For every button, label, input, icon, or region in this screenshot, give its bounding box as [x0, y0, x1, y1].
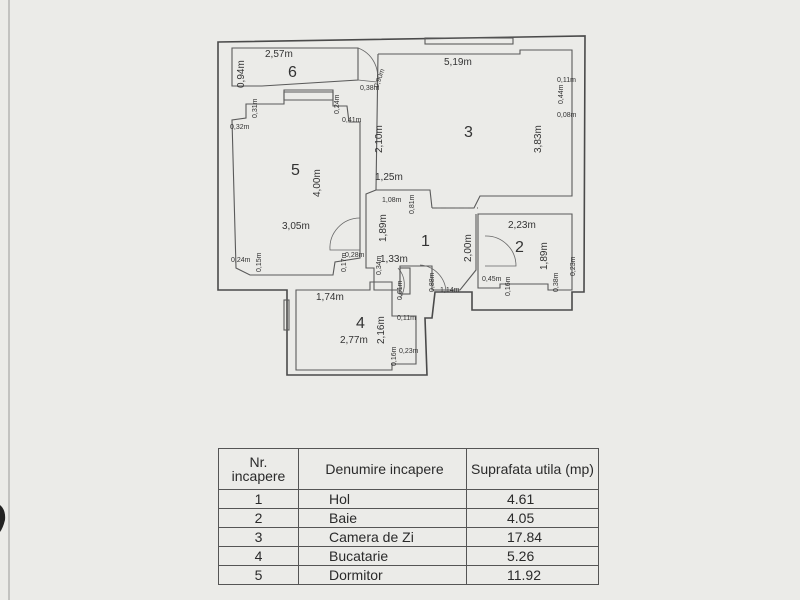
door-leaf: [357, 79, 378, 83]
room-2-wall: [477, 213, 573, 291]
dim-label: 4,00m: [312, 169, 323, 197]
room-5-label: 5: [291, 162, 300, 179]
dim-label: 1,25m: [375, 172, 403, 183]
cell-name: Camera de Zi: [298, 527, 467, 547]
dim-label: 0,32m: [230, 124, 250, 131]
window: [283, 299, 290, 331]
cell-nr: 4: [218, 546, 299, 566]
dim-label: 0,38m: [360, 85, 380, 92]
cell-name: Hol: [298, 489, 467, 509]
closet-block: [283, 91, 334, 101]
dim-label: 0,15m: [256, 252, 263, 272]
room-3-wall: [375, 53, 433, 209]
room-6-wall: [231, 47, 359, 87]
door-swing: [329, 217, 361, 251]
header-nr: Nr. incapere: [218, 448, 299, 490]
dim-label: 5,19m: [444, 57, 472, 68]
dim-label: 2,57m: [265, 49, 293, 60]
door-swing: [419, 264, 447, 293]
dim-label: 1,74m: [316, 292, 344, 303]
dim-label: 0,17m: [341, 252, 348, 272]
room-6-label: 6: [288, 64, 297, 81]
dim-label: 3,83m: [533, 125, 544, 153]
dim-label: 0,23m: [570, 256, 577, 276]
dim-label: 0,23m: [399, 348, 419, 355]
dim-label: 0,44m: [558, 84, 565, 104]
dim-label: 1,08m: [382, 197, 402, 204]
dim-label: 0,16m: [391, 346, 398, 366]
dim-label: 0,38m: [553, 272, 560, 292]
cell-name: Dormitor: [298, 565, 467, 585]
door-frame: [399, 267, 411, 295]
cell-name: Bucatarie: [298, 546, 467, 566]
door-swing: [357, 47, 378, 83]
table-row: 5 Dormitor 11.92: [218, 565, 599, 585]
room-legend-table: Nr. incapere Denumire incapere Suprafata…: [218, 448, 599, 585]
dim-label: 0,24m: [334, 94, 341, 114]
cell-area: 4.61: [466, 489, 599, 509]
dim-label: 0,88m: [429, 272, 436, 292]
dim-label: 2,10m: [374, 125, 385, 153]
room-3-wall: [378, 49, 573, 209]
table-row: 1 Hol 4.61: [218, 489, 599, 509]
dim-label: 0,61m: [397, 280, 404, 300]
dim-label: 2,00m: [463, 234, 474, 262]
table-row: 2 Baie 4.05: [218, 508, 599, 528]
dim-label: 1,33m: [380, 254, 408, 265]
cell-area: 11.92: [466, 565, 599, 585]
cell-nr: 3: [218, 527, 299, 547]
room-4-label: 4: [356, 315, 365, 332]
cell-nr: 1: [218, 489, 299, 509]
cell-area: 5.26: [466, 546, 599, 566]
dim-label: 1,89m: [539, 242, 550, 270]
table-row: 4 Bucatarie 5.26: [218, 546, 599, 566]
window: [424, 37, 514, 45]
cell-name: Baie: [298, 508, 467, 528]
dim-label: 0,16m: [505, 276, 512, 296]
dim-label: 0,41m: [342, 117, 362, 124]
room-3-label: 3: [464, 124, 473, 141]
dim-label: 0,28m: [345, 252, 365, 259]
dim-label: 0,94m: [236, 60, 247, 88]
room-1-label: 1: [421, 233, 430, 250]
room-2-label: 2: [515, 239, 524, 256]
table-row: 3 Camera de Zi 17.84: [218, 527, 599, 547]
dim-label: 0,11m: [397, 315, 416, 322]
dim-label: 0,81m: [409, 194, 416, 214]
outer-wall: [217, 35, 586, 376]
binder-hole: [0, 505, 6, 532]
cell-nr: 2: [218, 508, 299, 528]
dim-label: 0,08m: [557, 112, 577, 119]
dim-label: 0,31m: [252, 98, 259, 118]
dim-label: 3,05m: [282, 221, 310, 232]
cell-area: 17.84: [466, 527, 599, 547]
door-swing: [484, 235, 517, 267]
dim-label: 1,89m: [378, 214, 389, 242]
header-name: Denumire incapere: [298, 448, 467, 490]
table-header-row: Nr. incapere Denumire incapere Suprafata…: [218, 448, 599, 490]
cell-area: 4.05: [466, 508, 599, 528]
dim-label: 0,45m: [482, 276, 502, 283]
header-area: Suprafata utila (mp): [466, 448, 599, 490]
dim-label: 1,14m: [440, 287, 460, 294]
dim-label: 2,16m: [376, 316, 387, 344]
dim-label: 0,11m: [557, 77, 576, 84]
dim-label: 2,23m: [508, 220, 536, 231]
cell-nr: 5: [218, 565, 299, 585]
dim-label: 0,24m: [231, 257, 251, 264]
dim-label: 2,77m: [340, 335, 368, 346]
room-4-wall: [295, 281, 417, 371]
dim-label: 0,34m: [376, 255, 383, 275]
